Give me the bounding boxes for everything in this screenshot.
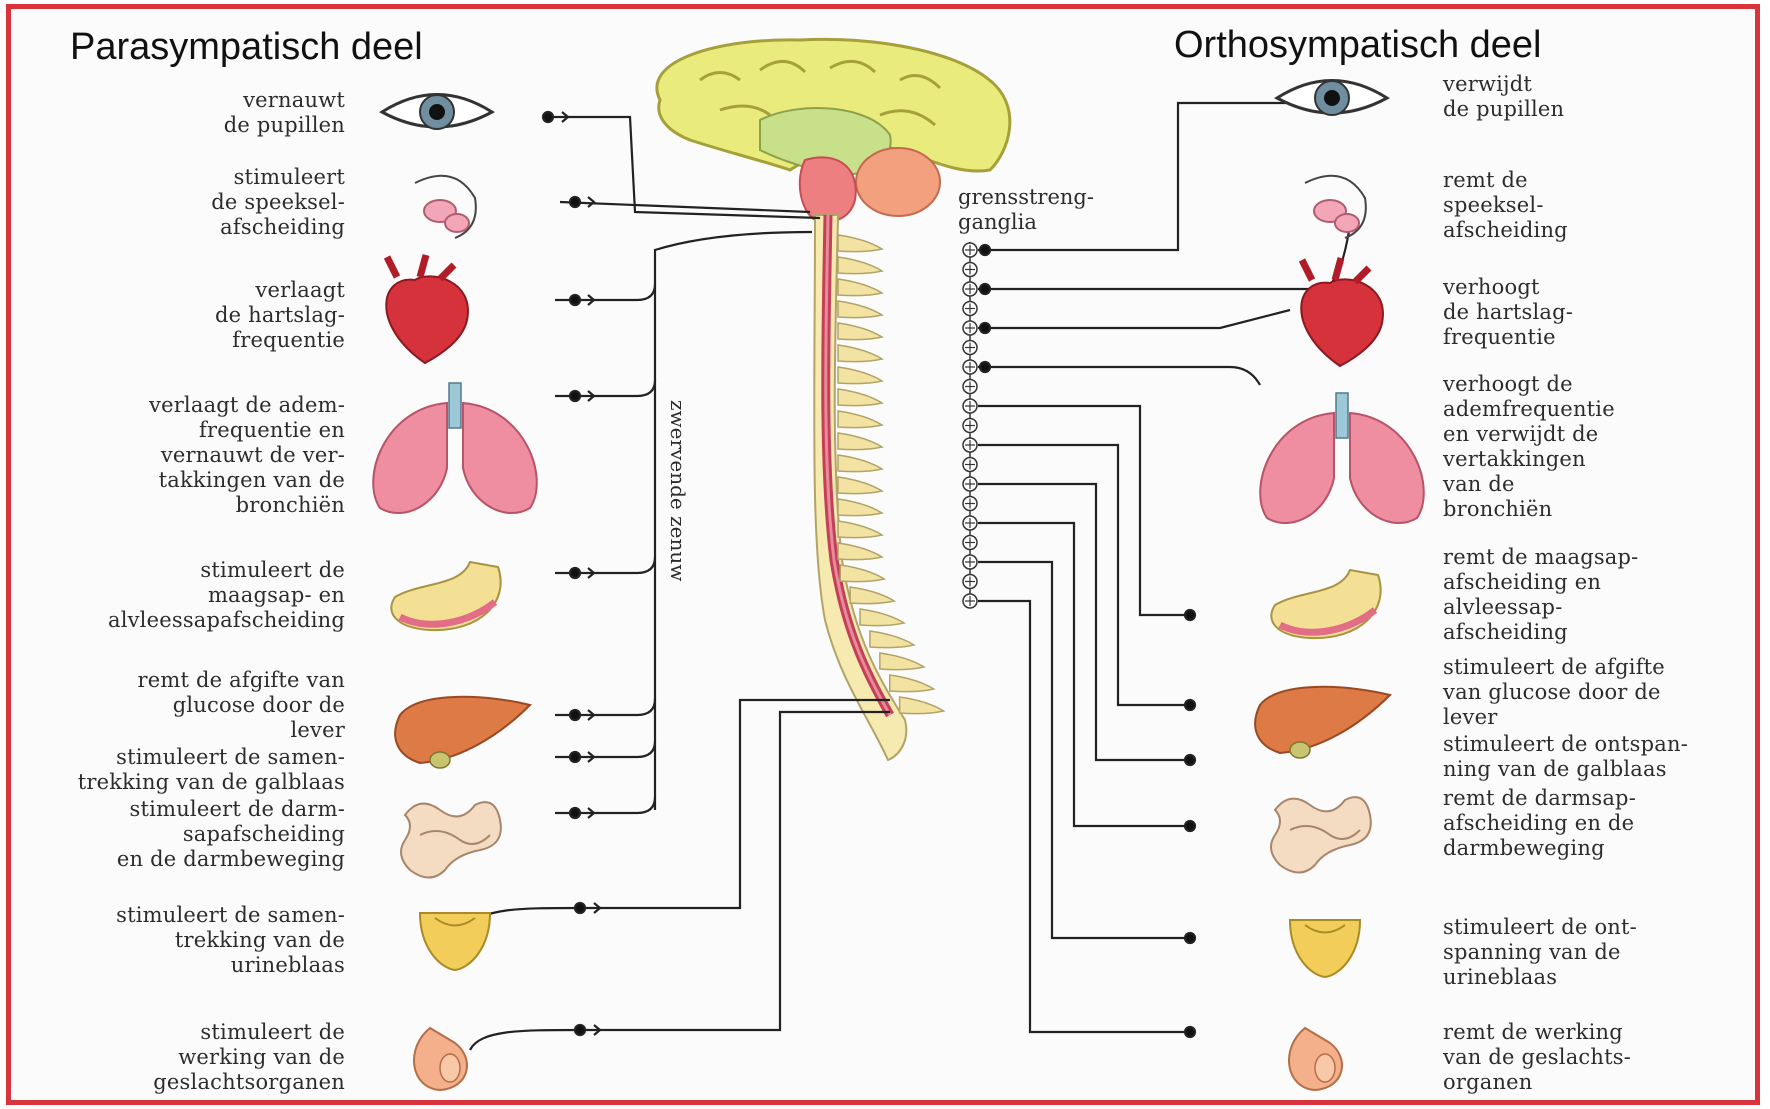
orthosympathetic-title: Orthosympatisch deel bbox=[1174, 24, 1542, 67]
parasympathetic-effect-label: stimuleert de speeksel- afscheiding bbox=[211, 165, 345, 240]
liver-icon bbox=[395, 697, 530, 768]
orthosympathetic-effect-label: stimuleert de ontspan- ning van de galbl… bbox=[1443, 732, 1688, 782]
spinal-cord bbox=[814, 215, 943, 760]
parasympathetic-effect-label: verlaagt de adem- frequentie en vernauwt… bbox=[149, 393, 345, 518]
salivary-gland-icon bbox=[415, 176, 476, 238]
eye-icon bbox=[1277, 81, 1387, 116]
genitals-icon bbox=[1289, 1028, 1342, 1090]
stomach-icon bbox=[391, 562, 500, 630]
eye-icon bbox=[382, 95, 492, 130]
parasympathetic-effect-label: stimuleert de maagsap- en alvleessapafsc… bbox=[108, 558, 345, 633]
orthosympathetic-effect-label: remt de werking van de geslachts- organe… bbox=[1443, 1020, 1631, 1095]
parasympathetic-title: Parasympatisch deel bbox=[70, 26, 423, 69]
parasympathetic-effect-label: verlaagt de hartslag- frequentie bbox=[215, 278, 345, 353]
liver-icon bbox=[1255, 687, 1390, 758]
orthosympathetic-effect-label: stimuleert de afgifte van glucose door d… bbox=[1443, 655, 1665, 730]
orthosympathetic-effect-label: remt de darmsap- afscheiding en de darmb… bbox=[1443, 786, 1636, 861]
heart-icon bbox=[386, 255, 468, 363]
brain-icon bbox=[657, 39, 1010, 221]
parasympathetic-effect-label: stimuleert de samen- trekking van de gal… bbox=[78, 745, 345, 795]
nerve-pathways bbox=[470, 103, 1350, 1050]
orthosympathetic-effect-label: stimuleert de ont- spanning van de urine… bbox=[1443, 915, 1637, 990]
lungs-icon bbox=[373, 383, 537, 513]
salivary-gland-icon bbox=[1305, 176, 1366, 238]
ganglia-label: grensstreng- ganglia bbox=[958, 185, 1094, 235]
orthosympathetic-effect-label: remt de speeksel- afscheiding bbox=[1443, 168, 1568, 243]
orthosympathetic-effect-label: remt de maagsap- afscheiding en alvleess… bbox=[1443, 545, 1638, 645]
orthosympathetic-effect-label: verhoogt de hartslag- frequentie bbox=[1443, 275, 1573, 350]
orthosympathetic-effect-label: verwijdt de pupillen bbox=[1443, 72, 1564, 122]
orthosympathetic-effect-label: verhoogt de ademfrequentie en verwijdt d… bbox=[1443, 372, 1615, 522]
lungs-icon bbox=[1260, 393, 1424, 523]
parasympathetic-effect-label: stimuleert de samen- trekking van de uri… bbox=[116, 903, 345, 978]
intestine-icon bbox=[1271, 797, 1371, 872]
parasympathetic-effect-label: remt de afgifte van glucose door de leve… bbox=[137, 668, 345, 743]
vagus-nerve-label: zwervende zenuw bbox=[666, 400, 690, 581]
parasympathetic-effect-label: stimuleert de darm- sapafscheiding en de… bbox=[117, 797, 345, 872]
bladder-icon bbox=[420, 913, 490, 970]
intestine-icon bbox=[401, 802, 501, 877]
parasympathetic-effect-label: stimuleert de werking van de geslachtsor… bbox=[153, 1020, 345, 1095]
ganglia-chain bbox=[963, 242, 977, 608]
bladder-icon bbox=[1290, 920, 1360, 977]
heart-icon bbox=[1301, 258, 1383, 366]
parasympathetic-effect-label: vernauwt de pupillen bbox=[224, 88, 345, 138]
stomach-icon bbox=[1271, 570, 1380, 638]
genitals-icon bbox=[414, 1028, 467, 1090]
